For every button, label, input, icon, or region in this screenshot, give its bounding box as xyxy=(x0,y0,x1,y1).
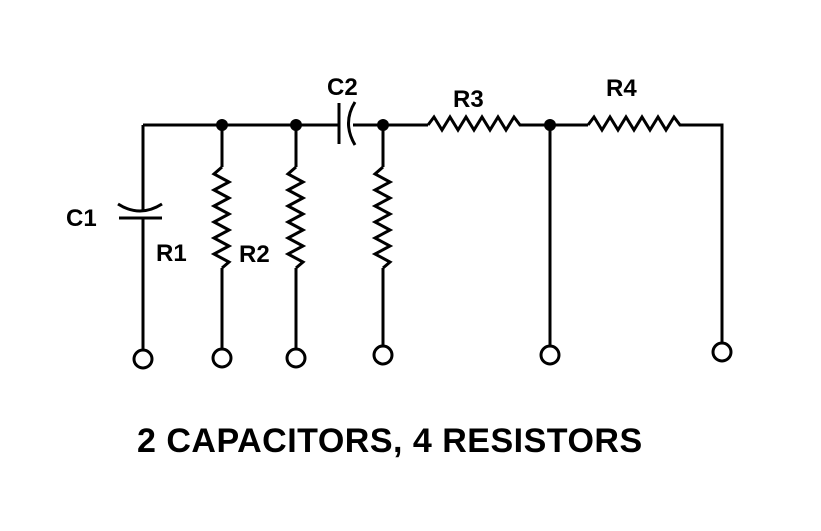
label-r3: R3 xyxy=(453,86,484,113)
capacitor-c1-curved-plate xyxy=(117,202,163,213)
terminal-4 xyxy=(372,344,394,366)
junction-1 xyxy=(216,119,228,131)
label-r4: R4 xyxy=(606,75,637,102)
junction-4 xyxy=(544,119,556,131)
terminal-1 xyxy=(132,348,154,370)
terminal-6 xyxy=(711,341,733,363)
label-c1: C1 xyxy=(66,205,97,232)
terminal-3 xyxy=(285,347,307,369)
resistor-r3 xyxy=(426,114,528,133)
terminal-5 xyxy=(539,344,561,366)
capacitor-c2-curved-plate xyxy=(347,101,357,146)
wire-r4-to-right xyxy=(688,123,724,343)
resistor-r4 xyxy=(586,114,688,133)
terminal-2 xyxy=(211,347,233,369)
diagram-caption: 2 CAPACITORS, 4 RESISTORS xyxy=(137,422,643,460)
label-c2: C2 xyxy=(327,74,358,101)
junction-3 xyxy=(377,119,389,131)
junction-2 xyxy=(290,119,302,131)
label-r1: R1 xyxy=(156,240,187,267)
label-r2: R2 xyxy=(239,241,270,268)
resistor-r2 xyxy=(284,165,307,270)
resistor-unlabeled xyxy=(371,165,394,270)
resistor-r1 xyxy=(210,165,233,270)
